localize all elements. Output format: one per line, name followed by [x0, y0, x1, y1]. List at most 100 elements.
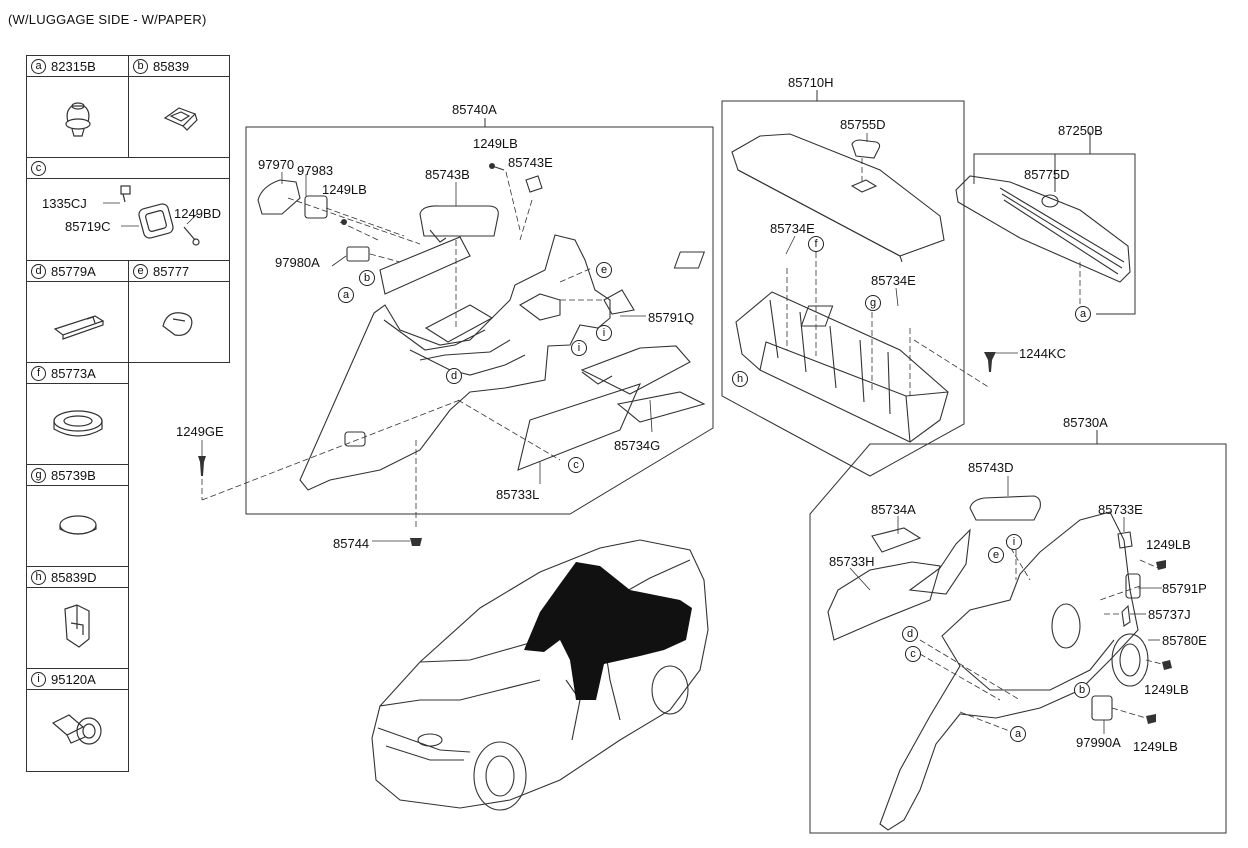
part-label: 97990A	[1076, 735, 1121, 750]
part-label: 85719C	[65, 219, 111, 234]
legend-part: 85779A	[51, 264, 96, 279]
part-label: 85734G	[614, 438, 661, 453]
part-label: 85780E	[1162, 633, 1207, 648]
callout-g: g	[865, 295, 881, 311]
clip-82315b-icon	[65, 102, 91, 137]
luggage-tray-box	[735, 291, 949, 443]
part-label: 1249GE	[176, 424, 224, 439]
callout-b: b	[1074, 682, 1090, 698]
callout-e: e	[596, 262, 612, 278]
legend-letter: b	[133, 59, 148, 75]
part-label: 85737J	[1148, 607, 1191, 622]
legend-letter: g	[31, 468, 46, 484]
group-label-85740a: 85740A	[452, 102, 497, 117]
callout-i: i	[571, 340, 587, 356]
luggage-cover	[673, 133, 949, 443]
part-label: 85734A	[871, 502, 916, 517]
cover-97970	[257, 179, 301, 215]
cap-85775d	[1041, 194, 1059, 208]
part-label: 97983	[297, 163, 334, 178]
group-label-87250b: 87250B	[1058, 123, 1103, 138]
group-label-85710h: 85710H	[788, 75, 834, 90]
speaker-85780e	[1111, 633, 1149, 687]
callout-h: h	[732, 371, 748, 387]
mat-85734g	[616, 391, 706, 423]
legend-part: 85777	[153, 264, 190, 279]
part-97983	[304, 195, 328, 219]
clip-85839d-icon	[64, 604, 90, 648]
callout-f: f	[808, 236, 824, 252]
clip-85777-icon	[162, 312, 193, 336]
bin-85743d	[969, 495, 1041, 521]
part-label: 85743E	[508, 155, 553, 170]
clip-85779a-icon	[53, 315, 105, 340]
callout-a: a	[1075, 306, 1091, 322]
legend-cell-e: e 85777	[128, 260, 230, 363]
part-label: 85733L	[496, 487, 540, 502]
part-label: 1249BD	[174, 206, 221, 221]
callout-a: a	[338, 287, 354, 303]
callout-c: c	[568, 457, 584, 473]
part-label: 85791P	[1162, 581, 1207, 596]
part-label: 85744	[333, 536, 370, 551]
panel-85733h	[827, 561, 941, 641]
quarter-trim-right	[827, 495, 1149, 831]
callout-a: a	[1010, 726, 1026, 742]
mat-85734e-a	[673, 251, 706, 269]
part-label: 1249LB	[322, 182, 367, 197]
callout-i: i	[1006, 534, 1022, 550]
panel-85733l	[517, 383, 641, 471]
right-panel-frame	[809, 443, 1227, 834]
legend-letter: d	[31, 264, 46, 280]
part-label: 97970	[258, 157, 295, 172]
legend-cell-g: g 85739B	[26, 464, 129, 567]
mat-85734a	[871, 527, 922, 553]
part-label: 97980A	[275, 255, 320, 270]
speaker-mount	[1051, 603, 1081, 649]
clip-85744	[410, 538, 422, 546]
part-label: 85791Q	[648, 310, 695, 325]
callout-c: c	[905, 646, 921, 662]
cap-85755d	[851, 139, 881, 159]
part-label: 85743D	[968, 460, 1014, 475]
callout-d: d	[446, 368, 462, 384]
plug-85773a-icon	[53, 410, 103, 437]
legend-cell-i: i 95120A	[26, 668, 129, 772]
plug-85739b-icon	[59, 515, 97, 535]
highlighted-luggage-trim	[524, 562, 692, 700]
part-label: 1335CJ	[42, 196, 87, 211]
callout-i: i	[596, 325, 612, 341]
legend-letter: a	[31, 59, 46, 75]
group-label-85730a: 85730A	[1063, 415, 1108, 430]
legend-part: 95120A	[51, 672, 96, 687]
part-label: 1249LB	[1144, 682, 1189, 697]
part-label: 85734E	[871, 273, 916, 288]
panel-arm	[908, 528, 971, 595]
callout-b: b	[359, 270, 375, 286]
part-85791q	[603, 289, 635, 315]
legend-letter: e	[133, 264, 148, 280]
part-label: 85734E	[770, 221, 815, 236]
legend-letter: i	[31, 672, 46, 688]
part-label: 85775D	[1024, 167, 1070, 182]
vent-97990a	[1091, 695, 1113, 721]
legend-part: 85839D	[51, 570, 97, 585]
legend-part: 85739B	[51, 468, 96, 483]
screw-1249ge	[198, 456, 206, 476]
legend-letter: h	[31, 570, 46, 586]
clip-85839-icon	[163, 107, 198, 131]
part-label: 85743B	[425, 167, 470, 182]
part-97980a	[346, 246, 370, 262]
part-label: 1249LB	[1133, 739, 1178, 754]
quarter-trim-left	[257, 165, 706, 491]
legend-part: 85839	[153, 59, 190, 74]
legend-letter: c	[31, 161, 46, 177]
part-label: 85733E	[1098, 502, 1143, 517]
screw-1244kc	[984, 352, 996, 372]
callout-e: e	[988, 547, 1004, 563]
legend-part: 82315B	[51, 59, 96, 74]
part-label: 1244KC	[1019, 346, 1066, 361]
vehicle-outline	[371, 539, 709, 811]
